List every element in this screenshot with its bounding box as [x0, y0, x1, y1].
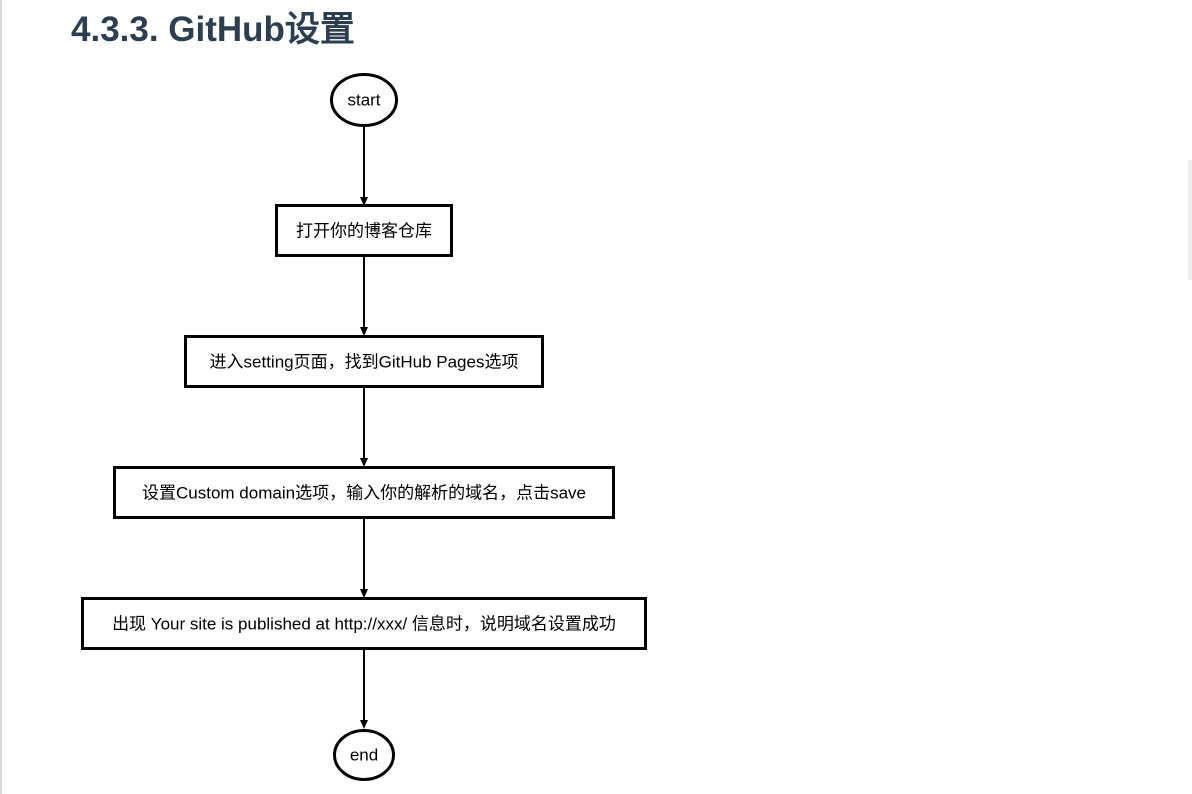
- left-border: [0, 0, 2, 794]
- flow-node-step-4-label: 出现 Your site is published at http://xxx/…: [112, 615, 616, 634]
- flow-node-step-2-label: 进入setting页面，找到GitHub Pages选项: [210, 353, 519, 372]
- flow-edge-4: [360, 518, 368, 598]
- flow-edge-1: [360, 126, 368, 206]
- flow-edge-2: [360, 256, 368, 336]
- scrollbar-edge: [1188, 160, 1192, 280]
- flow-node-end: end: [333, 729, 395, 781]
- flow-node-step-2: 进入setting页面，找到GitHub Pages选项: [184, 335, 544, 388]
- flow-edge-3: [360, 387, 368, 467]
- flow-node-end-label: end: [350, 746, 378, 765]
- flow-edge-5: [360, 649, 368, 729]
- flow-node-step-3-label: 设置Custom domain选项，输入你的解析的域名，点击save: [142, 484, 586, 503]
- flow-node-step-1-label: 打开你的博客仓库: [296, 222, 432, 241]
- flow-node-start-label: start: [347, 91, 380, 110]
- section-heading: 4.3.3. GitHub设置: [71, 10, 355, 49]
- flow-node-step-4: 出现 Your site is published at http://xxx/…: [81, 597, 647, 650]
- flow-node-step-3: 设置Custom domain选项，输入你的解析的域名，点击save: [113, 466, 615, 519]
- flow-node-start: start: [330, 73, 398, 127]
- flow-node-step-1: 打开你的博客仓库: [275, 204, 453, 257]
